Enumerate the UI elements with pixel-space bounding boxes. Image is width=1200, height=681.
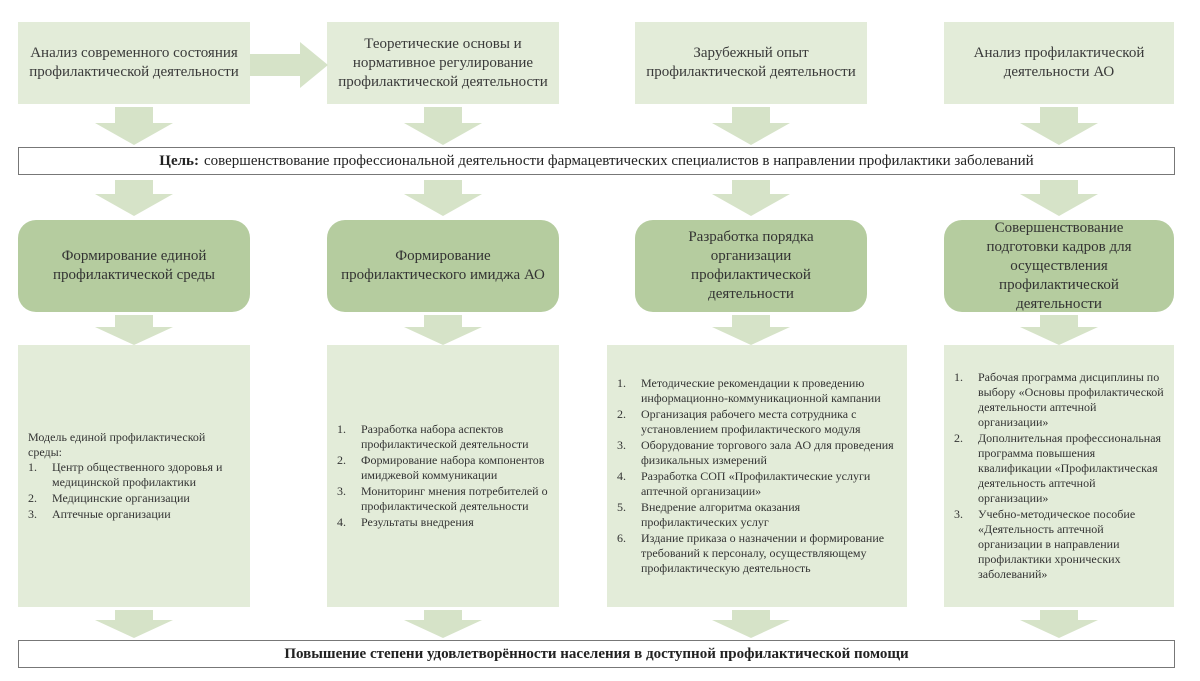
item-text: Аптечные организации — [52, 506, 171, 521]
item-number: 1. — [617, 375, 626, 390]
top-box-text: Анализ современного состояния профилакти… — [29, 45, 239, 80]
list-item: 2. Дополнительная профессиональная програ… — [954, 431, 1164, 506]
item-number: 6. — [617, 530, 626, 545]
top-box-2: Теоретические основы и нормативное регул… — [327, 22, 559, 104]
down-arrow — [712, 180, 790, 216]
direction-box-3: Разработка порядка организации профилакт… — [635, 220, 867, 312]
down-arrow — [95, 180, 173, 216]
item-number: 1. — [954, 369, 963, 384]
list-item: 3. Аптечные организации — [28, 507, 240, 522]
down-arrow — [95, 610, 173, 638]
item-number: 3. — [617, 437, 626, 452]
direction-box-1: Формирование единой профилактической сре… — [18, 220, 250, 312]
list-item: 3. Оборудование торгового зала АО для про… — [617, 438, 897, 468]
item-number: 5. — [617, 499, 626, 514]
goal-bar: Цель: совершенствование профессиональной… — [18, 147, 1175, 175]
direction-text: Формирование единой профилактической сре… — [53, 248, 215, 283]
top-box-1: Анализ современного состояния профилакти… — [18, 22, 250, 104]
list-item: 2. Медицинские организации — [28, 491, 240, 506]
down-arrow — [404, 315, 482, 345]
item-number: 1. — [28, 459, 37, 474]
list-item: 4. Разработка СОП «Профилактические услуг… — [617, 469, 897, 499]
top-box-text: Теоретические основы и нормативное регул… — [338, 35, 548, 90]
direction-text: Формирование профилактического имиджа АО — [341, 248, 545, 283]
goal-text: совершенствование профессиональной деяте… — [203, 152, 1034, 169]
down-arrow — [1020, 610, 1098, 638]
details-box-2: 1. Разработка набора аспектов профилактич… — [327, 345, 559, 607]
direction-box-2: Формирование профилактического имиджа АО — [327, 220, 559, 312]
list-item: 2. Формирование набора компонентов имидже… — [337, 453, 549, 483]
item-text: Организация рабочего места сотрудника с … — [641, 406, 861, 436]
item-text: Разработка СОП «Профилактические услуги … — [641, 468, 871, 498]
details-box-4: 1. Рабочая программа дисциплины по выбору… — [944, 345, 1174, 607]
direction-text: Разработка порядка организации профилакт… — [688, 229, 814, 302]
item-text: Учебно-методическое пособие «Деятельност… — [978, 506, 1136, 581]
item-text: Разработка набора аспектов профилактичес… — [361, 421, 529, 451]
item-text: Медицинские организации — [52, 490, 190, 505]
direction-text: Совершенствование подготовки кадров для … — [986, 219, 1132, 312]
item-text: Результаты внедрения — [361, 514, 474, 529]
item-text: Методические рекомендации к проведению и… — [641, 375, 881, 405]
item-text: Центр общественного здоровья и медицинск… — [52, 459, 223, 489]
item-number: 2. — [617, 406, 626, 421]
item-text: Издание приказа о назначении и формирова… — [641, 530, 885, 575]
details-intro: Модель единой профилактической среды: — [28, 429, 206, 459]
list-item: 2. Организация рабочего места сотрудника … — [617, 407, 897, 437]
right-arrow — [250, 42, 328, 88]
item-text: Формирование набора компонентов имиджево… — [361, 452, 545, 482]
top-box-3: Зарубежный опыт профилактической деятель… — [635, 22, 867, 104]
down-arrow — [1020, 315, 1098, 345]
list-item: 1. Центр общественного здоровья и медицин… — [28, 460, 240, 490]
down-arrow — [95, 315, 173, 345]
item-number: 2. — [337, 452, 346, 467]
item-number: 1. — [337, 421, 346, 436]
list-item: 4. Результаты внедрения — [337, 515, 549, 530]
list-item: 1. Рабочая программа дисциплины по выбору… — [954, 370, 1164, 430]
item-text: Мониторинг мнения потребителей о профила… — [361, 483, 548, 513]
item-text: Рабочая программа дисциплины по выбору «… — [978, 369, 1164, 429]
item-number: 3. — [28, 506, 37, 521]
top-box-text: Анализ профилактической деятельности АО — [973, 45, 1145, 80]
details-box-3: 1. Методические рекомендации к проведению… — [607, 345, 907, 607]
list-item: 6. Издание приказа о назначении и формиро… — [617, 531, 897, 576]
details-list: 1. Методические рекомендации к проведению… — [617, 376, 897, 577]
down-arrow — [1020, 107, 1098, 145]
down-arrow — [712, 107, 790, 145]
item-number: 3. — [337, 483, 346, 498]
item-text: Внедрение алгоритма оказания профилактич… — [641, 499, 801, 529]
item-number: 3. — [954, 506, 963, 521]
result-text: Повышение степени удовлетворённости насе… — [284, 645, 909, 662]
list-item: 5. Внедрение алгоритма оказания профилакт… — [617, 500, 897, 530]
down-arrow — [712, 315, 790, 345]
down-arrow — [1020, 180, 1098, 216]
goal-label: Цель: — [159, 152, 199, 169]
down-arrow — [712, 610, 790, 638]
down-arrow — [404, 610, 482, 638]
list-item: 3. Учебно-методическое пособие «Деятельно… — [954, 507, 1164, 582]
item-number: 2. — [28, 490, 37, 505]
item-number: 4. — [337, 514, 346, 529]
result-bar: Повышение степени удовлетворённости насе… — [18, 640, 1175, 668]
details-list: 1. Разработка набора аспектов профилактич… — [337, 422, 549, 531]
list-item: 3. Мониторинг мнения потребителей о профи… — [337, 484, 549, 514]
details-box-1: Модель единой профилактической среды: 1.… — [18, 345, 250, 607]
item-number: 4. — [617, 468, 626, 483]
top-box-4: Анализ профилактической деятельности АО — [944, 22, 1174, 104]
top-box-text: Зарубежный опыт профилактической деятель… — [646, 45, 856, 80]
details-list: 1. Центр общественного здоровья и медицин… — [28, 460, 240, 523]
down-arrow — [404, 180, 482, 216]
down-arrow — [404, 107, 482, 145]
direction-box-4: Совершенствование подготовки кадров для … — [944, 220, 1174, 312]
details-list: 1. Рабочая программа дисциплины по выбору… — [954, 370, 1164, 583]
item-text: Оборудование торгового зала АО для прове… — [641, 437, 894, 467]
down-arrow — [95, 107, 173, 145]
item-text: Дополнительная профессиональная программ… — [978, 430, 1162, 505]
list-item: 1. Методические рекомендации к проведению… — [617, 376, 897, 406]
item-number: 2. — [954, 430, 963, 445]
list-item: 1. Разработка набора аспектов профилактич… — [337, 422, 549, 452]
